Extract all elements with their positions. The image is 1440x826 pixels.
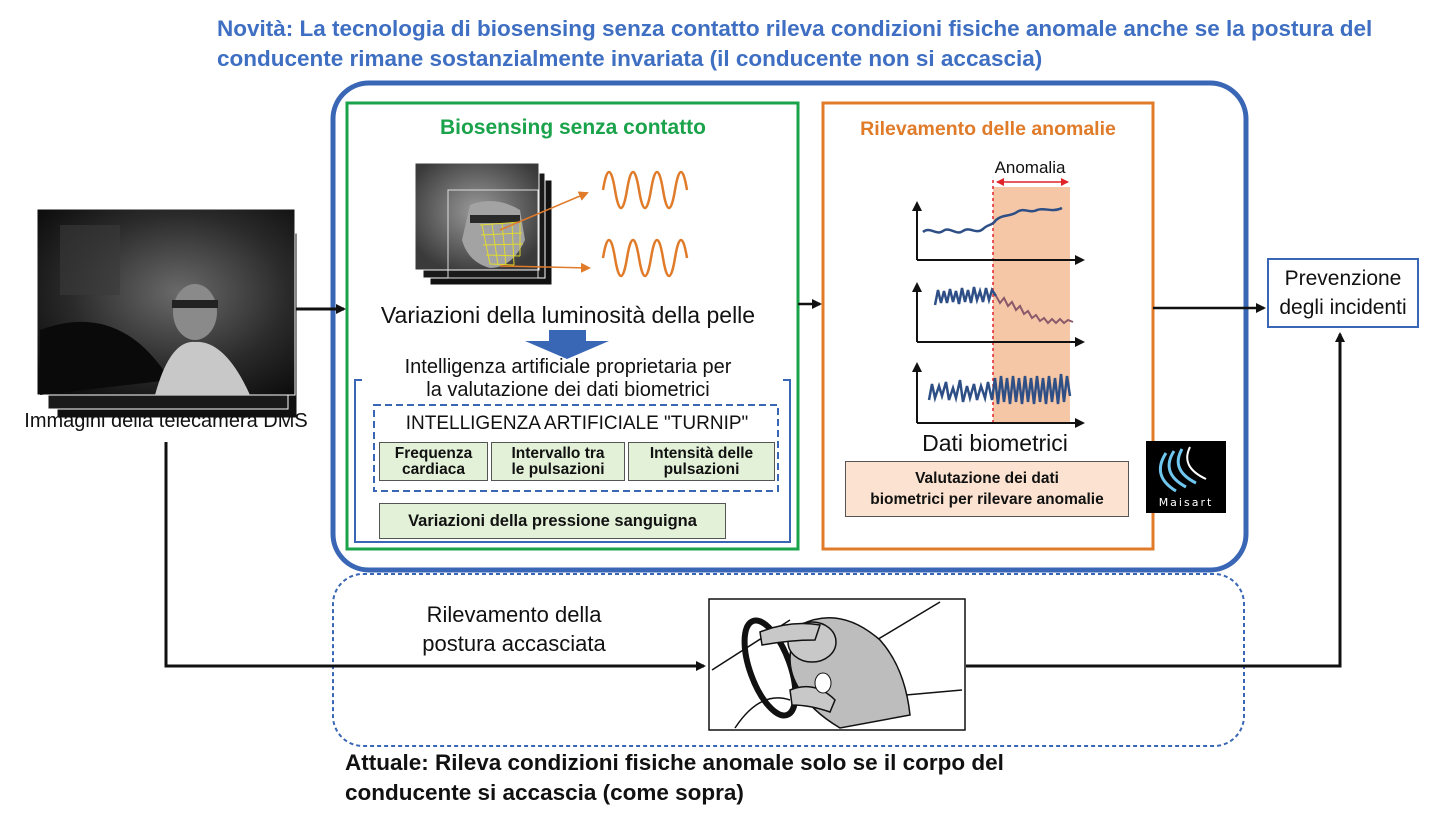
biosensing-box — [345, 101, 800, 551]
down-arrow — [525, 330, 609, 359]
face-image — [414, 162, 553, 286]
skin-signal-wave-1 — [601, 170, 689, 210]
bio-data-label: Dati biometrici — [922, 430, 1068, 456]
ai-label-line2: la valutazione dei dati biometrici — [426, 379, 710, 401]
biosensing-title: Biosensing senza contatto — [439, 116, 707, 139]
blood-pressure-box: Variazioni della pressione sanguigna — [379, 503, 726, 539]
arrow-face-to-wave-1 — [499, 191, 589, 231]
turnip-label: INTELLIGENZA ARTIFICIALE "TURNIP" — [405, 413, 749, 434]
turnip-box — [373, 404, 779, 492]
evaluation-box: Valutazione dei dati biometrici per rile… — [845, 461, 1129, 517]
signal-2a — [933, 286, 998, 306]
metric-pulse-intensity: Intensità delle pulsazioni — [628, 442, 775, 481]
evaluation-line1: Valutazione dei dati — [915, 470, 1059, 487]
prevention-line2: degli incidenti — [1279, 296, 1407, 319]
anomaly-label: Anomalia — [994, 158, 1066, 177]
metric-beat-interval-line2: le pulsazioni — [511, 460, 605, 478]
slumped-driver-image — [708, 598, 966, 731]
dms-camera-image — [36, 208, 298, 419]
anomaly-box — [821, 101, 1155, 551]
signal-3 — [927, 373, 1072, 405]
metric-heart-rate: Frequenza cardiaca — [379, 442, 488, 481]
skin-brightness-label: Variazioni della luminosità della pelle — [380, 302, 756, 328]
arrow-posture-to-prevention — [966, 332, 1345, 668]
maisart-logo-text: Maisart — [1158, 496, 1214, 509]
evaluation-line2: biometrici per rilevare anomalie — [870, 491, 1104, 508]
ai-bracket — [354, 379, 791, 543]
headline-current: Attuale: Rileva condizioni fisiche anoma… — [345, 750, 1004, 805]
current-system-frame — [332, 573, 1245, 747]
signal-1 — [922, 206, 1063, 234]
posture-label: Rilevamento della postura accasciata — [380, 600, 648, 658]
ai-label-line1: Intelligenza artificiale proprietaria pe… — [404, 356, 732, 378]
metric-beat-interval: Intervallo tra le pulsazioni — [491, 442, 625, 481]
headline-new: Novità: La tecnologia di biosensing senz… — [217, 16, 1373, 71]
posture-line2: postura accasciata — [422, 631, 606, 656]
posture-line1: Rilevamento della — [426, 602, 602, 627]
arrow-camera-to-posture — [164, 442, 706, 671]
metric-beat-interval-line1: Intervallo tra — [511, 444, 605, 462]
arrow-face-to-wave-2 — [499, 262, 591, 273]
metric-heart-rate-line2: cardiaca — [402, 460, 465, 478]
novel-system-frame — [330, 80, 1249, 573]
metric-pulse-intensity-line2: pulsazioni — [663, 460, 740, 478]
maisart-logo-icon — [1158, 446, 1207, 493]
prevention-box: Prevenzione degli incidenti — [1267, 258, 1419, 328]
anomaly-title: Rilevamento delle anomalie — [860, 118, 1116, 140]
metric-heart-rate-line1: Frequenza — [394, 444, 473, 462]
metric-pulse-intensity-line1: Intensità delle — [649, 444, 754, 462]
prevention-line1: Prevenzione — [1284, 267, 1402, 290]
camera-label: Immagini della telecamera DMS — [24, 410, 308, 432]
signal-2b — [995, 295, 1074, 325]
skin-signal-wave-2 — [601, 238, 689, 278]
maisart-logo: Maisart — [1146, 441, 1226, 513]
